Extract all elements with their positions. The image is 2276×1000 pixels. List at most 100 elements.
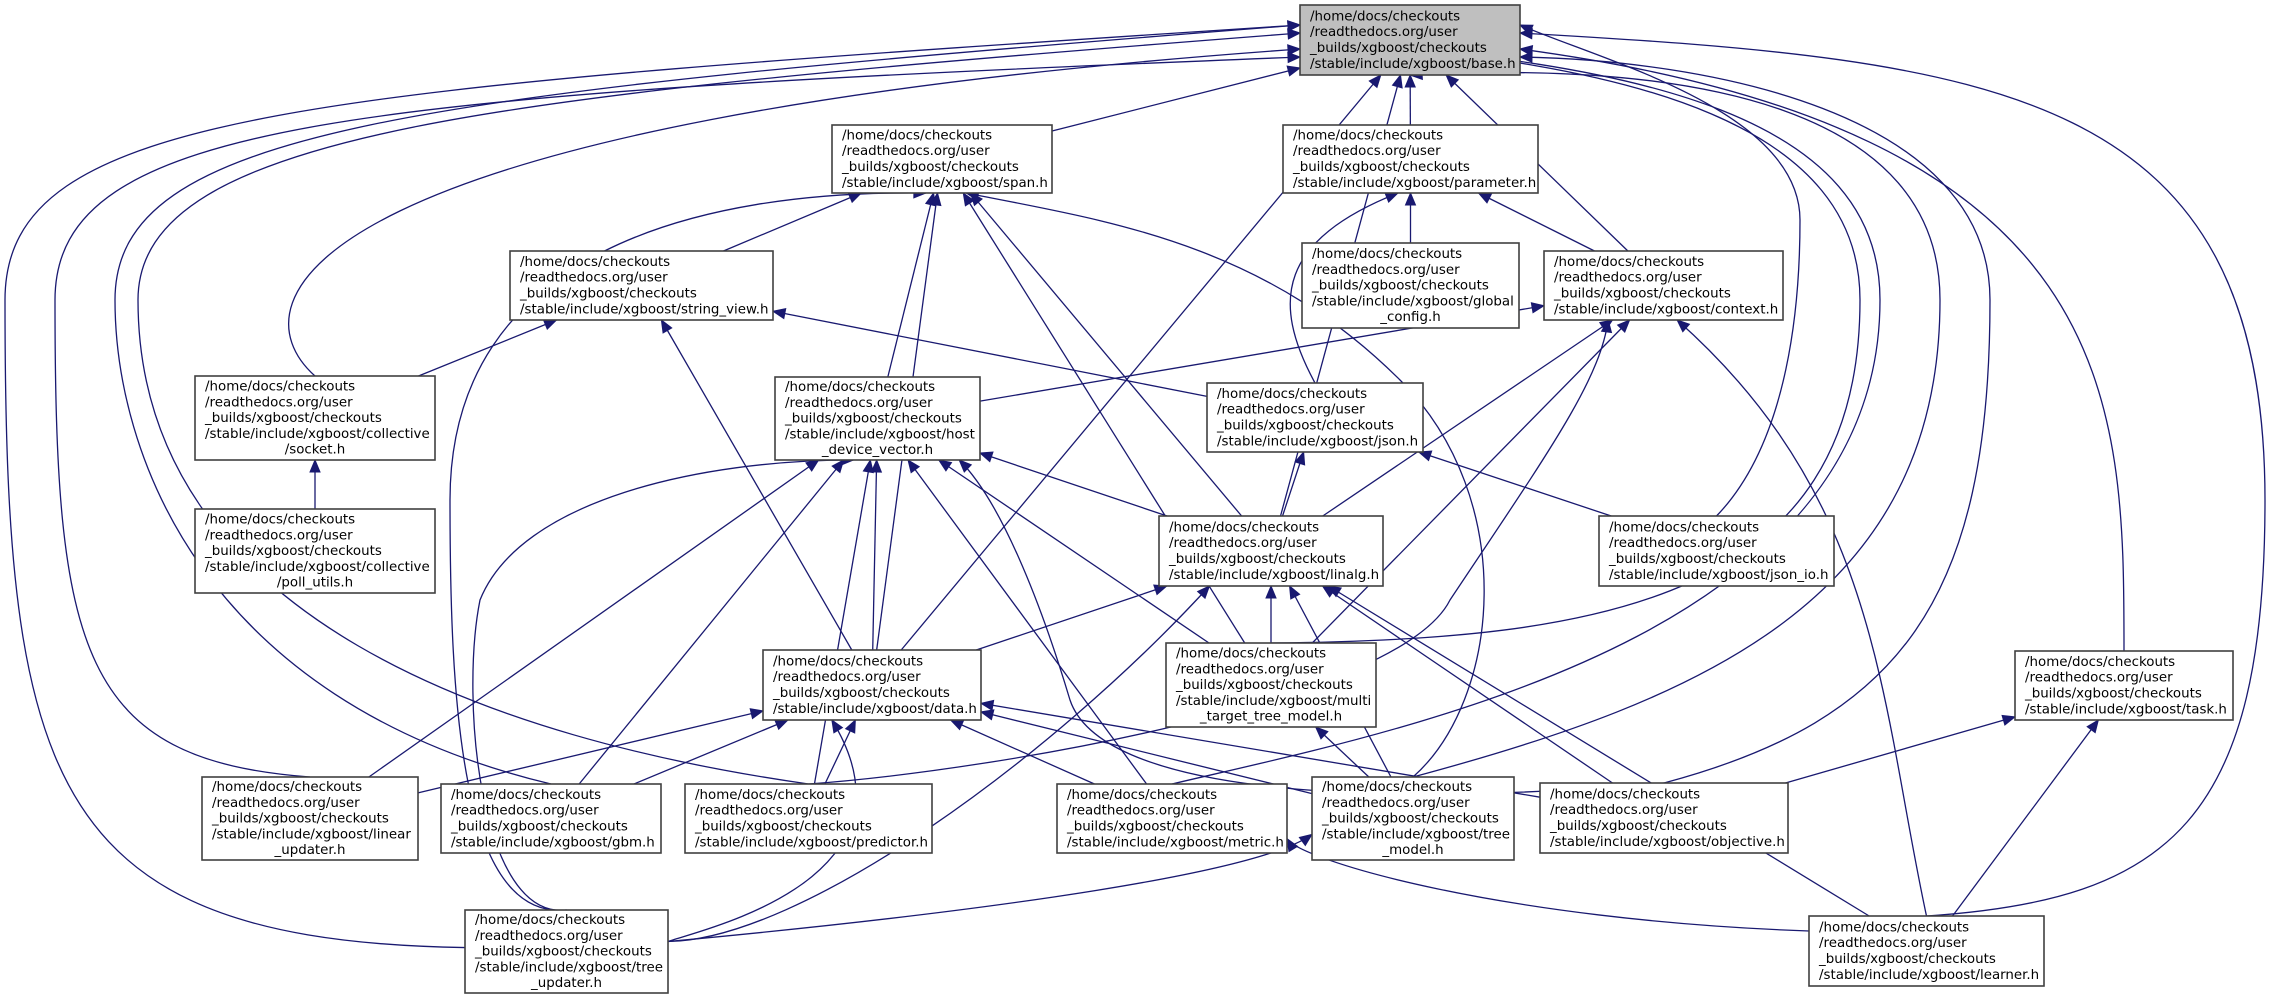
node-box[interactable] [762, 649, 982, 721]
node-multi-target-tree-model[interactable]: /home/docs/checkouts/readthedocs.org/use… [1165, 642, 1377, 728]
node-host-device-vector[interactable]: /home/docs/checkouts/readthedocs.org/use… [774, 376, 981, 461]
node-box[interactable] [1301, 242, 1520, 329]
node-box[interactable] [1282, 124, 1539, 194]
node-label-line: _builds/xgboost/checkouts [784, 412, 962, 427]
arrowhead-icon [1676, 319, 1691, 333]
node-json[interactable]: /home/docs/checkouts/readthedocs.org/use… [1206, 382, 1424, 453]
edge-json_io-to-json [1418, 451, 1612, 517]
arrowhead-icon [1518, 51, 1533, 63]
node-label-line: _builds/xgboost/checkouts [1175, 678, 1353, 693]
node-task[interactable]: /home/docs/checkouts/readthedocs.org/use… [2014, 650, 2234, 721]
node-string-view[interactable]: /home/docs/checkouts/readthedocs.org/use… [509, 250, 774, 321]
node-label-line: /stable/include/xgboost/learner.h [1819, 968, 2039, 983]
arrowhead-icon [1391, 73, 1403, 89]
node-box[interactable] [1158, 515, 1384, 587]
node-label-line: /home/docs/checkouts [475, 913, 625, 928]
edge-gbm-to-data [633, 719, 789, 785]
node-label-line: /readthedocs.org/user [1819, 936, 1967, 951]
arrowhead-icon [1298, 833, 1314, 847]
node-tree-model[interactable]: /home/docs/checkouts/readthedocs.org/use… [1311, 776, 1515, 861]
node-span[interactable]: /home/docs/checkouts/readthedocs.org/use… [831, 124, 1053, 194]
edge-gbm-to-base [114, 24, 1301, 785]
arrowhead-icon [1477, 192, 1493, 204]
edge-gbm-to-host_device_vector [578, 459, 845, 785]
node-label-line: _builds/xgboost/checkouts [1168, 552, 1346, 567]
edge-metric-to-data [950, 719, 1095, 785]
node-box[interactable] [509, 250, 774, 321]
node-box[interactable] [464, 909, 669, 994]
node-box[interactable] [1311, 776, 1515, 861]
node-label-line: _builds/xgboost/checkouts [211, 812, 389, 827]
arrowhead-icon [1287, 20, 1302, 32]
node-label-line: _builds/xgboost/checkouts [474, 945, 652, 960]
node-box[interactable] [1539, 782, 1789, 854]
node-box[interactable] [1056, 783, 1288, 854]
node-label-line: /home/docs/checkouts [1609, 520, 1759, 535]
edge-tree_model-to-base [1410, 71, 1941, 778]
node-label-line: _builds/xgboost/checkouts [1321, 812, 1499, 827]
node-poll-utils[interactable]: /home/docs/checkouts/readthedocs.org/use… [194, 508, 436, 594]
node-label-line: /stable/include/xgboost/linear [212, 827, 411, 842]
node-box[interactable] [194, 508, 436, 594]
node-socket[interactable]: /home/docs/checkouts/readthedocs.org/use… [194, 375, 436, 461]
node-label-line: /stable/include/xgboost/context.h [1554, 302, 1778, 317]
node-label-line: _builds/xgboost/checkouts [1553, 287, 1731, 302]
node-box[interactable] [774, 376, 981, 461]
arrowhead-icon [1294, 450, 1306, 466]
arrowhead-icon [1616, 319, 1631, 333]
node-box[interactable] [1299, 4, 1521, 76]
node-metric[interactable]: /home/docs/checkouts/readthedocs.org/use… [1056, 783, 1288, 854]
node-label-line: /home/docs/checkouts [1176, 647, 1326, 662]
node-label-line: /readthedocs.org/user [212, 796, 360, 811]
edge-data-to-linalg [976, 585, 1167, 651]
arrowhead-icon [862, 458, 874, 474]
node-linear-updater[interactable]: /home/docs/checkouts/readthedocs.org/use… [201, 776, 419, 861]
arrowhead-icon [1287, 28, 1302, 40]
node-json-io[interactable]: /home/docs/checkouts/readthedocs.org/use… [1598, 515, 1835, 587]
node-linalg[interactable]: /home/docs/checkouts/readthedocs.org/use… [1158, 515, 1384, 587]
node-label-line: /stable/include/xgboost/predictor.h [695, 835, 928, 850]
node-box[interactable] [1165, 642, 1377, 728]
node-label-line: _builds/xgboost/checkouts [1549, 819, 1727, 834]
node-parameter[interactable]: /home/docs/checkouts/readthedocs.org/use… [1282, 124, 1539, 194]
node-label-line: /readthedocs.org/user [2025, 671, 2173, 686]
node-context[interactable]: /home/docs/checkouts/readthedocs.org/use… [1543, 250, 1784, 321]
edge-data-to-string_view [660, 319, 853, 651]
nodes-layer: /home/docs/checkouts/readthedocs.org/use… [194, 4, 2234, 994]
node-global-config[interactable]: /home/docs/checkouts/readthedocs.org/use… [1301, 242, 1520, 329]
node-box[interactable] [1598, 515, 1835, 587]
node-label-line: /stable/include/xgboost/multi [1176, 694, 1371, 709]
node-objective[interactable]: /home/docs/checkouts/readthedocs.org/use… [1539, 782, 1789, 854]
node-box[interactable] [1206, 382, 1424, 453]
edge-span-to-base [1051, 67, 1301, 132]
node-label-line: /readthedocs.org/user [520, 271, 668, 286]
node-label-line: /home/docs/checkouts [205, 380, 355, 395]
node-label-line: _updater.h [530, 976, 602, 991]
node-learner[interactable]: /home/docs/checkouts/readthedocs.org/use… [1808, 915, 2045, 987]
node-box[interactable] [1543, 250, 1784, 321]
arrowhead-icon [749, 708, 765, 720]
node-label-line: /readthedocs.org/user [1312, 263, 1460, 278]
node-data[interactable]: /home/docs/checkouts/readthedocs.org/use… [762, 649, 982, 721]
arrowhead-icon [771, 308, 787, 320]
node-base[interactable]: /home/docs/checkouts/readthedocs.org/use… [1299, 4, 1521, 76]
edge-linear_updater-to-base [54, 56, 1301, 778]
node-label-line: /readthedocs.org/user [1609, 536, 1757, 551]
arrowhead-icon [979, 709, 995, 721]
edge-host_device_vector-to-span [887, 192, 935, 378]
node-tree-updater[interactable]: /home/docs/checkouts/readthedocs.org/use… [464, 909, 669, 994]
node-box[interactable] [201, 776, 419, 861]
node-label-line: /home/docs/checkouts [1322, 780, 1472, 795]
node-box[interactable] [1808, 915, 2045, 987]
node-predictor[interactable]: /home/docs/checkouts/readthedocs.org/use… [684, 783, 933, 854]
node-label-line: /stable/include/xgboost/linalg.h [1169, 568, 1379, 583]
node-box[interactable] [440, 783, 662, 854]
node-gbm[interactable]: /home/docs/checkouts/readthedocs.org/use… [440, 783, 662, 854]
edge-linalg-to-span [970, 192, 1243, 517]
node-box[interactable] [684, 783, 933, 854]
node-box[interactable] [2014, 650, 2234, 721]
node-box[interactable] [194, 375, 436, 461]
edge-socket-to-base [287, 48, 1301, 377]
node-box[interactable] [831, 124, 1053, 194]
node-label-line: /stable/include/xgboost/collective [205, 427, 430, 442]
